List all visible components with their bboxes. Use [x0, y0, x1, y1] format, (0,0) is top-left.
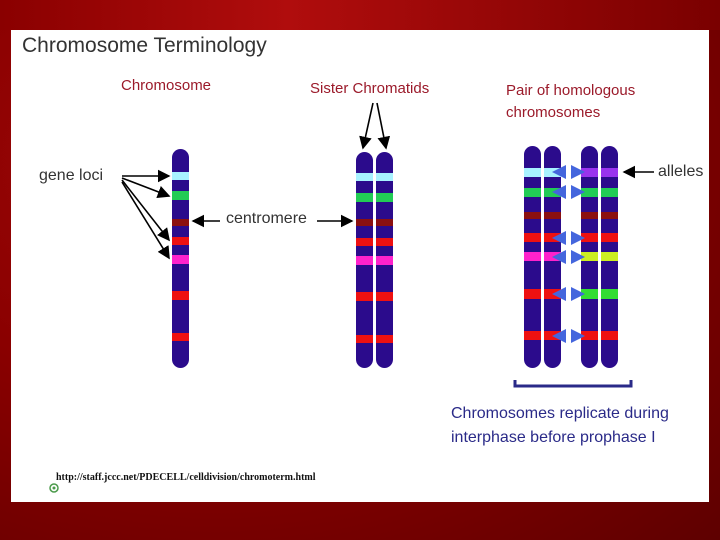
- label-replicate-line1: Chromosomes replicate during: [451, 405, 669, 422]
- gene-loci-arrows: [121, 169, 171, 260]
- label-replicate-line2: interphase before prophase I: [451, 429, 656, 446]
- slide-title: Chromosome Terminology: [22, 34, 267, 57]
- label-alleles: alleles: [658, 163, 704, 180]
- label-gene-loci: gene loci: [39, 167, 104, 184]
- sister-chromatid-arrows: [359, 102, 391, 150]
- sister-chromatids: [356, 152, 393, 368]
- label-sister-chromatids: Sister Chromatids: [310, 80, 430, 97]
- source-url: http://staff.jccc.net/PDECELL/celldivisi…: [56, 472, 316, 483]
- label-homologous-line1: Pair of homologous: [506, 82, 636, 99]
- replication-bracket: [513, 380, 633, 388]
- label-chromosome: Chromosome: [121, 77, 212, 94]
- url-marker-icon: [49, 483, 59, 493]
- allele-arrows: [552, 165, 585, 343]
- slide-top-bar: [0, 0, 720, 30]
- single-chromosome: [172, 149, 189, 368]
- label-homologous-line2: chromosomes: [506, 104, 601, 121]
- label-centromere: centromere: [226, 210, 307, 227]
